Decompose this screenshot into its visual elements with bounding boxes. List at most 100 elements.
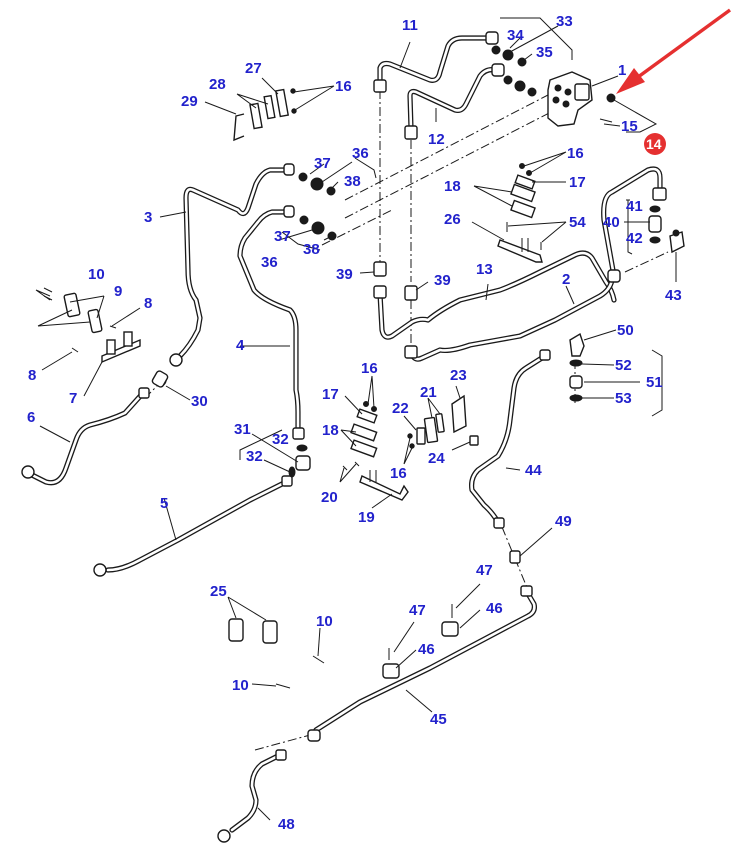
clamps-16-17-18-19-20 — [342, 401, 409, 501]
callout-50[interactable]: 50 — [617, 322, 634, 339]
callout-17b[interactable]: 17 — [322, 386, 339, 403]
callout-18a[interactable]: 18 — [444, 178, 461, 195]
callout-20[interactable]: 20 — [321, 489, 338, 506]
callout-17a[interactable]: 17 — [569, 174, 586, 191]
clamps-16-17-18-54-26 — [497, 163, 543, 263]
callout-19[interactable]: 19 — [358, 509, 375, 526]
callout-23[interactable]: 23 — [450, 367, 467, 384]
callout-40[interactable]: 40 — [603, 214, 620, 231]
fitting-14-15 — [599, 93, 616, 123]
callout-32a[interactable]: 32 — [272, 431, 289, 448]
pipe-2 — [404, 277, 615, 362]
callout-10c[interactable]: 10 — [232, 677, 249, 694]
callout-26[interactable]: 26 — [444, 211, 461, 228]
callout-11[interactable]: 11 — [402, 17, 418, 34]
pipe-4 — [237, 205, 305, 440]
fittings-40-43 — [648, 205, 685, 254]
callout-49[interactable]: 49 — [555, 513, 572, 530]
callout-47b[interactable]: 47 — [409, 602, 426, 619]
callout-53[interactable]: 53 — [615, 390, 632, 407]
valve-block-1 — [547, 71, 593, 127]
pipe-11 — [373, 31, 499, 93]
callout-21[interactable]: 21 — [420, 384, 437, 401]
callout-10b[interactable]: 10 — [316, 613, 333, 630]
callout-45[interactable]: 45 — [430, 711, 447, 728]
callout-2[interactable]: 2 — [562, 271, 570, 288]
pipe-5 — [93, 475, 293, 577]
callout-51[interactable]: 51 — [646, 374, 663, 391]
pipe-6 — [21, 387, 150, 486]
fittings-39 — [373, 261, 418, 301]
callout-1[interactable]: 1 — [618, 62, 626, 79]
callout-42[interactable]: 42 — [626, 230, 643, 247]
callout-10a[interactable]: 10 — [88, 266, 105, 283]
callout-12[interactable]: 12 — [428, 131, 445, 148]
fitting-49 — [509, 550, 521, 564]
fittings-30-31-32 — [151, 370, 311, 478]
callout-43[interactable]: 43 — [665, 287, 682, 304]
callout-28[interactable]: 28 — [209, 76, 226, 93]
fittings-50-51-52-53 — [569, 332, 585, 402]
callout-16c[interactable]: 16 — [361, 360, 378, 377]
callout-5[interactable]: 5 — [160, 495, 168, 512]
pipe-48 — [217, 749, 287, 843]
callout-labels: 1 2 3 4 5 6 7 8 8 9 10 10 10 11 12 13 14… — [27, 13, 682, 833]
callout-37a[interactable]: 37 — [314, 155, 331, 172]
callout-39b[interactable]: 39 — [434, 272, 451, 289]
callout-14-badge[interactable]: 14 — [644, 133, 666, 155]
callout-38b[interactable]: 38 — [303, 241, 320, 258]
callout-15[interactable]: 15 — [621, 118, 638, 135]
callout-29[interactable]: 29 — [181, 93, 198, 110]
callout-36b[interactable]: 36 — [261, 254, 278, 271]
callout-22[interactable]: 22 — [392, 400, 409, 417]
callout-16a[interactable]: 16 — [335, 78, 352, 95]
callout-46b[interactable]: 46 — [418, 641, 435, 658]
clamps-25-46-47-10 — [228, 604, 459, 689]
callout-9[interactable]: 9 — [114, 283, 122, 300]
callout-32b[interactable]: 32 — [246, 448, 263, 465]
alignment-lines — [144, 90, 669, 751]
pipe-45 — [307, 585, 537, 742]
highlight-arrow — [616, 8, 732, 94]
callout-16b[interactable]: 16 — [567, 145, 584, 162]
callout-3[interactable]: 3 — [144, 209, 152, 226]
callout-13[interactable]: 13 — [476, 261, 493, 278]
callout-8a[interactable]: 8 — [144, 295, 152, 312]
callout-24[interactable]: 24 — [428, 450, 445, 467]
callout-7[interactable]: 7 — [69, 390, 77, 407]
callout-44[interactable]: 44 — [525, 462, 542, 479]
callout-36a[interactable]: 36 — [352, 145, 369, 162]
clamps-21-22-23-24 — [407, 394, 479, 449]
seals-36-37-38 — [298, 172, 337, 241]
callout-25[interactable]: 25 — [210, 583, 227, 600]
callout-18b[interactable]: 18 — [322, 422, 339, 439]
callout-35[interactable]: 35 — [536, 44, 553, 61]
pipe-13 — [373, 250, 617, 340]
callout-31[interactable]: 31 — [234, 421, 251, 438]
pipe-12 — [404, 63, 505, 140]
callout-38a[interactable]: 38 — [344, 173, 361, 190]
callout-6[interactable]: 6 — [27, 409, 35, 426]
callout-46a[interactable]: 46 — [486, 600, 503, 617]
callout-41[interactable]: 41 — [626, 198, 643, 215]
callout-30[interactable]: 30 — [191, 393, 208, 410]
callout-37b[interactable]: 37 — [274, 228, 291, 245]
clamps-27-28-29 — [233, 88, 297, 142]
callout-27[interactable]: 27 — [245, 60, 262, 77]
pipe-44 — [469, 349, 551, 529]
leader-lines — [35, 17, 677, 821]
callout-33[interactable]: 33 — [556, 13, 573, 30]
callout-48[interactable]: 48 — [278, 816, 295, 833]
callout-52[interactable]: 52 — [615, 357, 632, 374]
callout-54[interactable]: 54 — [569, 214, 586, 231]
pipe-40-bend — [601, 166, 667, 283]
callout-8b[interactable]: 8 — [28, 367, 36, 384]
pipe-3 — [169, 163, 295, 367]
callout-39a[interactable]: 39 — [336, 266, 353, 283]
callout-16d[interactable]: 16 — [390, 465, 407, 482]
callout-14: 14 — [646, 136, 662, 152]
callout-4[interactable]: 4 — [236, 337, 245, 354]
callout-47a[interactable]: 47 — [476, 562, 493, 579]
callout-34[interactable]: 34 — [507, 27, 524, 44]
